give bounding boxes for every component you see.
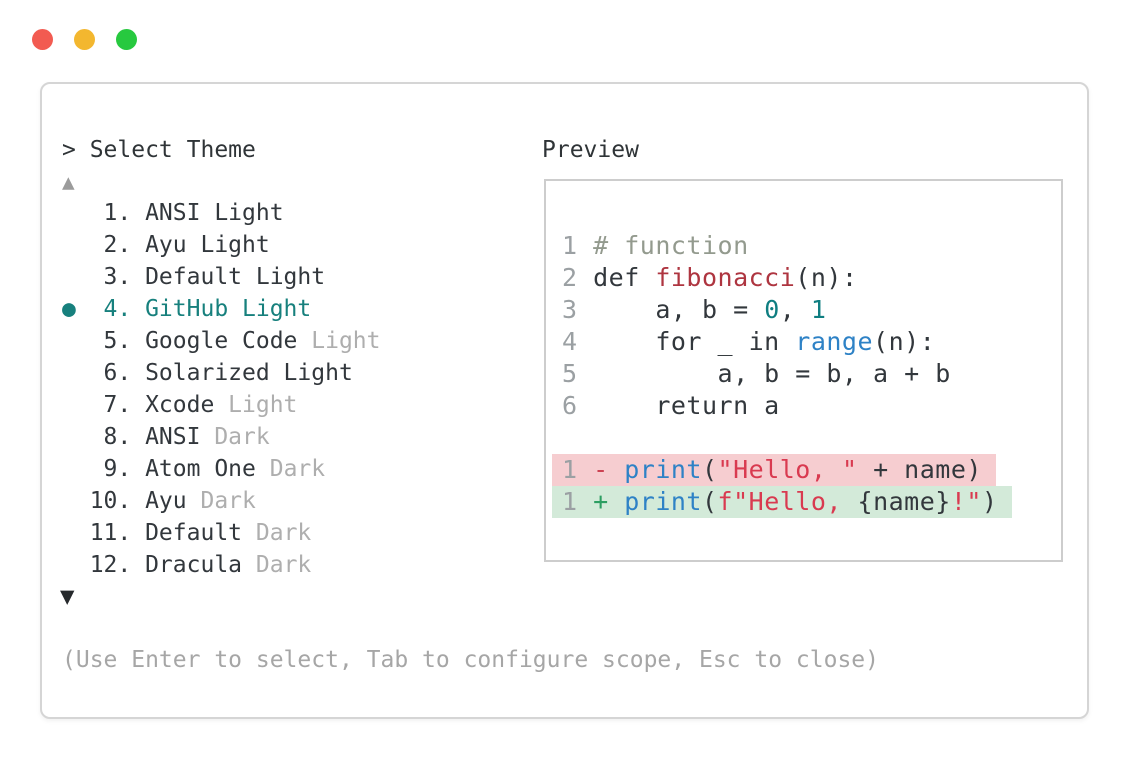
- diff-added-line: 1 + print(f"Hello, {name}!"): [552, 486, 1061, 518]
- code-line-4: 4 for _ in range(n):: [562, 326, 1061, 358]
- code-token-muted: Dark: [200, 488, 256, 514]
- code-token-text: 10. Ayu: [62, 488, 201, 514]
- theme-selector-dialog: > Select Theme ▲ 1. ANSI Light 2. Ayu Li…: [40, 82, 1089, 719]
- code-token-muted: Dark: [214, 424, 270, 450]
- code-token-text: (: [701, 455, 718, 484]
- code-token-muted: Light: [228, 392, 298, 418]
- theme-option-ayu-dark[interactable]: 10. Ayu Dark: [62, 485, 381, 517]
- code-token-number: 1: [810, 295, 827, 324]
- code-token-text: return a: [593, 391, 780, 420]
- theme-option-google-code-light[interactable]: 5. Google Code Light: [62, 325, 381, 357]
- code-token-text: 12. Dracula: [62, 552, 256, 578]
- zoom-button[interactable]: [116, 29, 137, 50]
- code-token-linenum: 4: [562, 327, 594, 356]
- help-text: (Use Enter to select, Tab to configure s…: [62, 647, 879, 673]
- code-token-minus: -: [593, 455, 625, 484]
- code-token-string: !": [950, 487, 982, 516]
- code-token-muted: Dark: [269, 456, 326, 482]
- code-line-5: 5 a, b = b, a + b: [562, 358, 1061, 390]
- diff-added-highlight: 1 + print(f"Hello, {name}!"): [552, 486, 1012, 518]
- minimize-button[interactable]: [74, 29, 95, 50]
- code-token-muted: Light: [311, 328, 381, 354]
- code-token-linenum: 3: [562, 295, 594, 324]
- theme-list: 1. ANSI Light 2. Ayu Light 3. Default Li…: [62, 197, 381, 581]
- code-token-text: 1. ANSI Light: [62, 200, 284, 226]
- code-token-builtin: print: [624, 487, 702, 516]
- theme-option-ansi-dark[interactable]: 8. ANSI Dark: [62, 421, 381, 453]
- code-token-text: a, b = b, a + b: [593, 359, 951, 388]
- diff-removed-line: 1 - print("Hello, " + name): [552, 454, 1061, 486]
- preview-label: Preview: [542, 137, 639, 163]
- code-token-text: (n):: [873, 327, 936, 356]
- theme-option-github-light-selected[interactable]: ● 4. GitHub Light: [62, 293, 381, 325]
- dialog-title: > Select Theme: [62, 137, 256, 163]
- code-blank-line: [562, 422, 1061, 454]
- theme-option-dracula-dark[interactable]: 12. Dracula Dark: [62, 549, 381, 581]
- code-token-text: 6. Solarized Light: [62, 360, 353, 386]
- code-token-plus: +: [593, 487, 625, 516]
- code-token-function: fibonacci: [655, 263, 796, 292]
- code-token-linenum: 1: [562, 231, 594, 260]
- code-token-text: (: [701, 487, 718, 516]
- code-token-number: 0: [764, 295, 780, 324]
- theme-option-default-dark[interactable]: 11. Default Dark: [62, 517, 381, 549]
- code-token-linenum: 2: [562, 263, 594, 292]
- close-button[interactable]: [32, 29, 53, 50]
- code-line-2: 2 def fibonacci(n):: [562, 262, 1061, 294]
- theme-option-ayu-light[interactable]: 2. Ayu Light: [62, 229, 381, 261]
- code-token-comment: # function: [593, 231, 749, 260]
- code-token-text: def: [593, 263, 656, 292]
- theme-option-atom-one-dark[interactable]: 9. Atom One Dark: [62, 453, 381, 485]
- code-token-muted: Dark: [255, 552, 312, 578]
- theme-option-solarized-light[interactable]: 6. Solarized Light: [62, 357, 381, 389]
- code-token-text: 5. Google Code: [62, 328, 312, 354]
- code-token-text: a, b =: [593, 295, 765, 324]
- code-token-text: ,: [779, 295, 811, 324]
- diff-removed-highlight: 1 - print("Hello, " + name): [552, 454, 996, 486]
- code-token-text: {name}: [857, 487, 951, 516]
- code-token-text: 9. Atom One: [62, 456, 270, 482]
- code-token-text: 2. Ayu Light: [62, 232, 270, 258]
- code-token-text: 8. ANSI: [62, 424, 215, 450]
- code-token-text: + name): [857, 455, 982, 484]
- code-token-string: "Hello, ": [717, 455, 858, 484]
- code-token-text: for _ in: [593, 327, 796, 356]
- theme-option-default-light[interactable]: 3. Default Light: [62, 261, 381, 293]
- code-token-linenum: 6: [562, 391, 594, 420]
- code-line-3: 3 a, b = 0, 1: [562, 294, 1061, 326]
- code-token-text: (n):: [795, 263, 858, 292]
- window-controls: [32, 29, 137, 50]
- code-line-6: 6 return a: [562, 390, 1061, 422]
- code-token-text: ): [981, 487, 998, 516]
- code-token-linenum: 1: [562, 455, 594, 484]
- theme-option-ansi-light[interactable]: 1. ANSI Light: [62, 197, 381, 229]
- code-token-string: f"Hello,: [717, 487, 858, 516]
- scroll-down-indicator[interactable]: ▼: [60, 582, 75, 610]
- code-line-1: 1 # function: [562, 230, 1061, 262]
- code-token-selected: ● 4. GitHub Light: [62, 296, 312, 322]
- code-token-text: 3. Default Light: [62, 264, 326, 290]
- code-token-text: 11. Default: [62, 520, 256, 546]
- code-token-linenum: 1: [562, 487, 594, 516]
- code-token-builtin: range: [795, 327, 874, 356]
- code-token-muted: Dark: [255, 520, 312, 546]
- code-token-linenum: 5: [562, 359, 594, 388]
- theme-option-xcode-light[interactable]: 7. Xcode Light: [62, 389, 381, 421]
- scroll-up-indicator[interactable]: ▲: [62, 170, 75, 194]
- code-token-builtin: print: [624, 455, 702, 484]
- code-token-text: 7. Xcode: [62, 392, 229, 418]
